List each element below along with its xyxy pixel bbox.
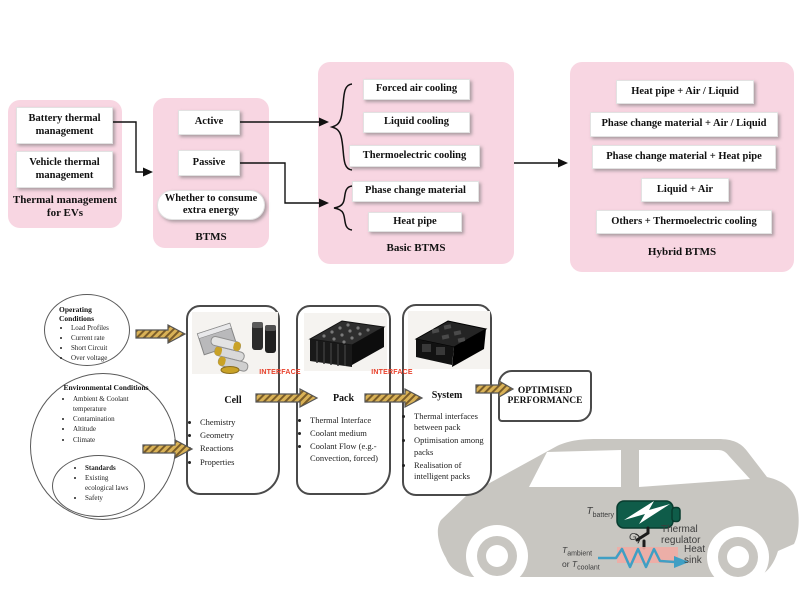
system-item: Thermal interfaces between pack	[414, 411, 488, 433]
operating-condition-item: Current rate	[71, 333, 125, 343]
pcm-air-liquid-node: Phase change material + Air / Liquid	[590, 112, 778, 137]
heatpipe-air-liquid-node: Heat pipe + Air / Liquid	[616, 80, 754, 104]
hybrid-btms-group: Heat pipe + Air / Liquid Phase change ma…	[570, 62, 794, 272]
pack-title: Pack	[332, 393, 355, 404]
btms-group-label: BTMS	[195, 230, 227, 243]
operating-to-cell-arrow	[135, 324, 187, 344]
operating-condition-item: Load Profiles	[71, 323, 125, 333]
thermal-management-group: Battery thermal management Vehicle therm…	[8, 100, 122, 228]
cell-item: Chemistry	[200, 417, 235, 428]
battery-thermal-management-node: Battery thermal management	[16, 107, 113, 144]
interface-label-2: INTERFACE	[371, 369, 413, 376]
pcm-heatpipe-node: Phase change material + Heat pipe	[592, 145, 776, 169]
operating-conditions-title: Operating Conditions	[59, 305, 95, 323]
optimised-performance-box: OPTIMISED PERFORMANCE	[498, 370, 592, 422]
cell-list: ChemistryGeometryReactionsProperties	[200, 417, 235, 470]
operating-condition-item: Short Circuit	[71, 343, 125, 353]
cell-item: Reactions	[200, 443, 235, 454]
t-subscript: battery	[592, 512, 614, 519]
interface-label-1: INTERFACE	[259, 369, 301, 376]
pack-list: Thermal InterfaceCoolant mediumCoolant F…	[310, 415, 386, 466]
cell-item: Geometry	[200, 430, 235, 441]
system-list: Thermal interfaces between packOptimisat…	[414, 411, 488, 484]
coolant-arrowhead	[674, 556, 689, 568]
consume-energy-question-node: Whether to consume extra energy	[157, 190, 265, 220]
thermal-management-group-label: Thermal management for EVs	[12, 193, 118, 219]
heat-sink-label: Heat sink	[684, 544, 706, 566]
coolant-flow-symbol	[598, 547, 689, 569]
operating-conditions-ellipse: Operating Conditions Load ProfilesCurren…	[44, 294, 130, 366]
t-symbol: T	[562, 545, 568, 555]
environment-to-cell-arrow	[142, 439, 194, 459]
standards-item: Existing ecological laws	[85, 473, 131, 493]
car-rear-wheel	[466, 525, 528, 587]
cell-item: Properties	[200, 457, 235, 468]
car-front-window	[639, 450, 750, 487]
system-to-performance-arrow	[475, 380, 515, 398]
pack-item: Coolant Flow (e.g.- Convection, forced)	[310, 441, 386, 463]
battery-icon	[616, 500, 681, 529]
environmental-conditions-list: Ambient & Coolant temperatureContaminati…	[59, 394, 153, 445]
passive-node: Passive	[178, 150, 240, 176]
operating-condition-item: Over voltage	[71, 353, 125, 363]
pack-photo	[304, 313, 387, 371]
btms-group: Active Passive Whether to consume extra …	[153, 98, 269, 248]
hybrid-btms-group-label: Hybrid BTMS	[647, 246, 717, 258]
car-front-wheel	[707, 526, 769, 588]
basic-btms-group-label: Basic BTMS	[386, 242, 446, 254]
t-subscript: ambient	[567, 550, 593, 558]
environmental-condition-item: Altitude	[73, 424, 153, 434]
system-title: System	[431, 390, 463, 401]
pack-item: Coolant medium	[310, 428, 386, 439]
system-item: Realisation of intelligent packs	[414, 460, 488, 482]
active-node: Active	[178, 110, 240, 135]
standards-ellipse: Standards Existing ecological lawsSafety	[52, 455, 145, 517]
or-text: or	[562, 559, 572, 570]
thermoelectric-cooling-node: Thermoelectric cooling	[349, 145, 480, 167]
t-symbol: T	[571, 559, 578, 570]
environmental-condition-item: Contamination	[73, 414, 153, 424]
operating-conditions-list: Load ProfilesCurrent rateShort CircuitOv…	[59, 323, 125, 364]
system-item: Optimisation among packs	[414, 435, 488, 457]
lightning-bolt-icon	[624, 501, 670, 524]
car-rear-window	[529, 450, 621, 487]
thermal-switch-symbol	[635, 526, 650, 550]
t-subscript: coolant	[577, 565, 600, 573]
heat-pipe-node: Heat pipe	[368, 212, 462, 232]
system-stage-box: System Thermal interfaces between packOp…	[402, 304, 492, 496]
cell-photo	[192, 312, 278, 374]
cell-to-pack-arrow	[255, 388, 319, 408]
pack-item: Thermal Interface	[310, 415, 386, 426]
arrowhead	[558, 158, 568, 168]
vehicle-thermal-management-node: Vehicle thermal management	[16, 151, 113, 188]
standards-list: Standards Existing ecological lawsSafety	[73, 463, 131, 504]
standards-item: Safety	[85, 493, 131, 503]
cell-title: Cell	[224, 395, 242, 406]
electric-car-illustration	[437, 439, 799, 588]
t-symbol: T	[586, 506, 593, 517]
forced-air-cooling-node: Forced air cooling	[363, 79, 470, 100]
phase-change-material-node: Phase change material	[352, 181, 479, 202]
liquid-air-node: Liquid + Air	[641, 178, 729, 202]
system-photo	[408, 311, 490, 369]
liquid-cooling-node: Liquid cooling	[363, 112, 470, 133]
environmental-condition-item: Ambient & Coolant temperature	[73, 394, 153, 414]
standards-title: Standards	[85, 463, 131, 473]
basic-btms-group: Forced air cooling Liquid cooling Thermo…	[318, 62, 514, 264]
pack-to-system-arrow	[364, 388, 424, 408]
conductance-label: G	[629, 532, 637, 543]
thermal-regulator-label: Thermal regulator	[661, 524, 701, 546]
environmental-conditions-title: Environmental Conditions	[63, 383, 149, 392]
battery-temperature-label: Tbattery	[560, 506, 614, 519]
arrowhead	[143, 167, 153, 177]
others-thermoelectric-node: Others + Thermoelectric cooling	[596, 210, 772, 234]
environmental-condition-item: Climate	[73, 435, 153, 445]
